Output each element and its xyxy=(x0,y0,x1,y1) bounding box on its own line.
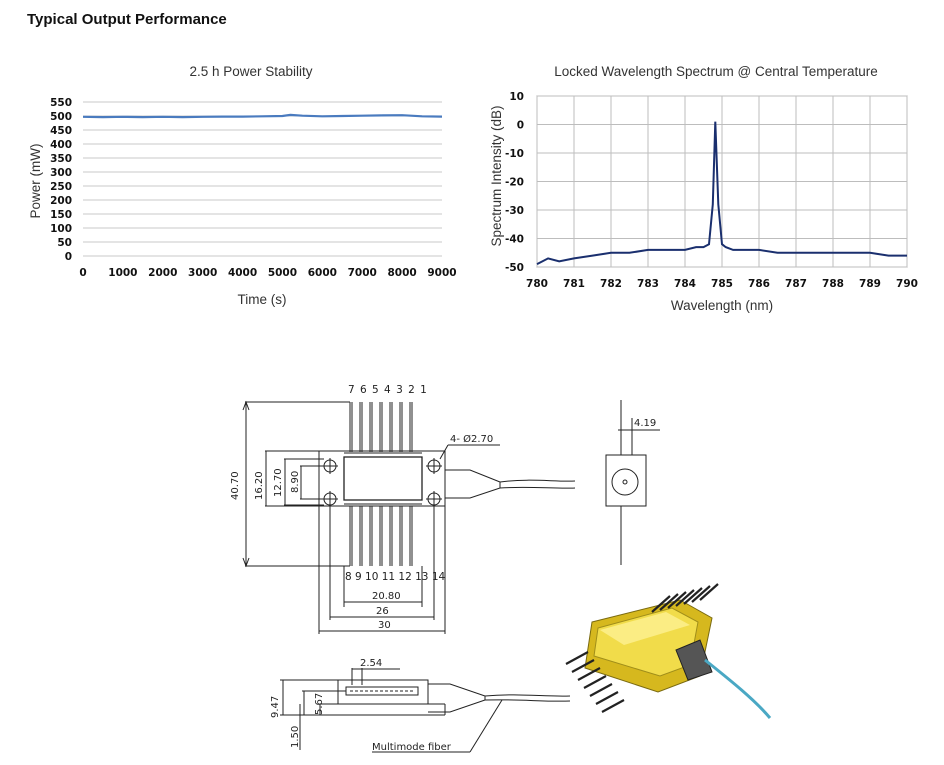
x-tick-label: 785 xyxy=(711,278,733,290)
pin-numbers-top: 7 6 5 4 3 2 1 xyxy=(348,384,428,396)
x-tick-label: 5000 xyxy=(268,267,297,279)
x-axis-label: Time (s) xyxy=(238,292,287,307)
x-tick-label: 6000 xyxy=(308,267,337,279)
x-tick-label: 9000 xyxy=(427,267,456,279)
x-tick-label: 3000 xyxy=(188,267,217,279)
y-axis-label: Power (mW) xyxy=(28,144,43,219)
y-tick-label: 400 xyxy=(50,139,72,151)
y-tick-label: 250 xyxy=(50,181,72,193)
package-render xyxy=(565,583,772,719)
x-tick-label: 789 xyxy=(859,278,881,290)
dim-20-80: 20.80 xyxy=(372,591,401,602)
section-title: Typical Output Performance xyxy=(27,11,227,28)
y-tick-label: 150 xyxy=(50,209,72,221)
dim-12-70: 12.70 xyxy=(273,468,284,497)
x-tick-label: 786 xyxy=(748,278,770,290)
dim-9-47: 9.47 xyxy=(270,696,281,718)
package-flange xyxy=(318,450,446,507)
wavelength-spectrum-chart: Locked Wavelength Spectrum @ Central Tem… xyxy=(489,64,918,313)
dim-2-54: 2.54 xyxy=(360,658,382,669)
side-view: 2.54 9.47 5.67 1.50 Multimode fiber xyxy=(270,658,571,753)
dim-40-70: 40.70 xyxy=(230,471,241,500)
y-tick-label: 300 xyxy=(50,167,72,179)
x-tick-label: 2000 xyxy=(148,267,177,279)
y-tick-label: 0 xyxy=(65,251,72,263)
y-tick-label: 50 xyxy=(57,237,72,249)
x-tick-label: 787 xyxy=(785,278,807,290)
x-tick-label: 7000 xyxy=(348,267,377,279)
y-tick-label: 500 xyxy=(50,111,72,123)
bottom-pins xyxy=(349,506,413,566)
dim-4-19: 4.19 xyxy=(634,418,656,429)
y-tick-label: 350 xyxy=(50,153,72,165)
hole-callout: 4- Ø2.70 xyxy=(450,433,493,445)
fiber-label: Multimode fiber xyxy=(372,742,452,753)
package-body xyxy=(343,456,423,501)
chart-title: Locked Wavelength Spectrum @ Central Tem… xyxy=(554,64,878,79)
x-tick-label: 1000 xyxy=(108,267,137,279)
y-tick-label: -40 xyxy=(505,234,524,246)
x-tick-label: 0 xyxy=(79,267,86,279)
y-tick-label: 450 xyxy=(50,125,72,137)
x-tick-label: 780 xyxy=(526,278,548,290)
mechanical-drawing: 7 6 5 4 3 2 1 xyxy=(230,384,660,753)
x-tick-label: 784 xyxy=(674,278,696,290)
dim-16-20: 16.20 xyxy=(254,471,265,500)
y-tick-label: 550 xyxy=(50,97,72,109)
y-tick-label: 200 xyxy=(50,195,72,207)
fiber-boot xyxy=(445,469,501,499)
x-axis-label: Wavelength (nm) xyxy=(671,298,773,313)
series-line xyxy=(82,113,443,119)
y-tick-label: 10 xyxy=(509,91,524,103)
y-tick-label: -10 xyxy=(505,148,524,160)
series-line xyxy=(536,121,907,265)
y-axis-label: Spectrum Intensity (dB) xyxy=(489,105,504,246)
dim-1-50: 1.50 xyxy=(290,726,301,748)
x-tick-label: 4000 xyxy=(228,267,257,279)
dim-26: 26 xyxy=(376,606,389,617)
end-view: 4.19 xyxy=(605,400,660,565)
chart-title: 2.5 h Power Stability xyxy=(189,64,312,79)
mounting-holes xyxy=(322,458,442,507)
power-stability-chart: 2.5 h Power Stability 0 50 100 150 200 250 300… xyxy=(28,64,457,307)
x-tick-label: 782 xyxy=(600,278,622,290)
y-tick-label: 100 xyxy=(50,223,72,235)
top-pins xyxy=(349,402,413,452)
fiber xyxy=(499,479,576,489)
dim-5-67: 5.67 xyxy=(314,693,325,715)
x-tick-label: 790 xyxy=(896,278,918,290)
y-tick-label: -30 xyxy=(505,205,524,217)
pin-numbers-bottom: 8 9 10 11 12 13 14 xyxy=(345,571,446,583)
x-tick-label: 788 xyxy=(822,278,844,290)
y-tick-label: -50 xyxy=(505,262,524,274)
dim-8-90: 8.90 xyxy=(290,471,301,493)
y-tick-label: -20 xyxy=(505,177,524,189)
x-tick-label: 8000 xyxy=(387,267,416,279)
x-tick-label: 783 xyxy=(637,278,659,290)
dim-30: 30 xyxy=(378,620,391,631)
y-tick-label: 0 xyxy=(517,120,524,132)
x-tick-label: 781 xyxy=(563,278,585,290)
